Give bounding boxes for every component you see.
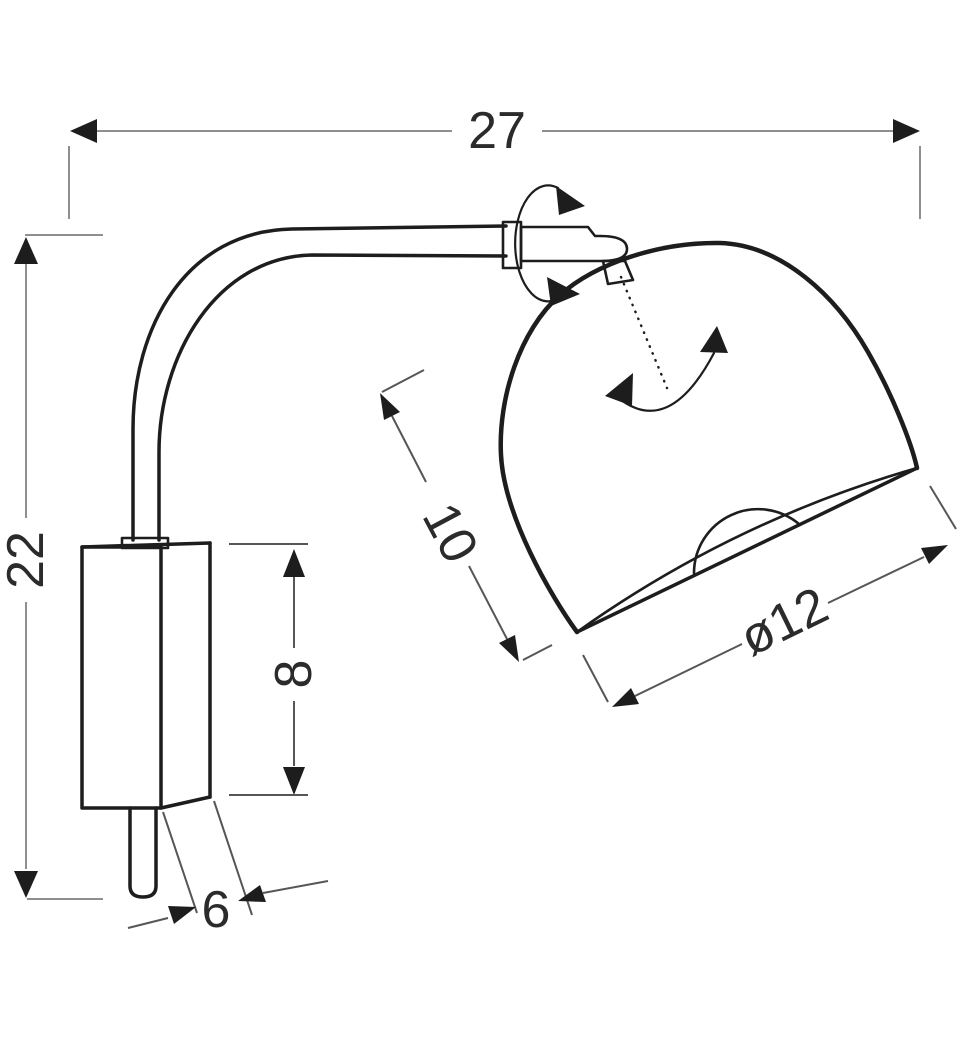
- dim-line-segment: [468, 565, 508, 640]
- wall-bracket: [80, 536, 212, 899]
- swivel-rotation-arrow: [514, 184, 585, 306]
- dim-line-segment: [127, 917, 169, 929]
- dim-label-total-height: 22: [0, 531, 55, 589]
- witness-line: [582, 654, 609, 703]
- shade-rim-inner: [575, 466, 919, 634]
- arrowhead-left: [70, 119, 97, 143]
- arrowhead-top: [380, 393, 400, 420]
- rod-collar: [120, 536, 170, 550]
- arrowhead-bottom: [499, 635, 519, 662]
- arm-inner-line: [157, 253, 508, 542]
- dim-shade-diameter: ø12: [582, 485, 957, 707]
- dim-label-bracket-depth: 6: [202, 881, 231, 939]
- dim-total-height: 22: [0, 234, 103, 900]
- arrowhead-right: [238, 885, 266, 902]
- tilt-rotation-arrow: [605, 326, 728, 412]
- dim-total-width: 27: [68, 102, 921, 219]
- tilt-arrowhead-right: [700, 326, 728, 353]
- rotation-arc: [514, 184, 564, 303]
- dim-line-segment: [391, 415, 427, 483]
- dim-label-shade-length: 10: [411, 494, 489, 572]
- arrowhead-left: [168, 906, 196, 924]
- arrowhead-bottom: [283, 767, 305, 795]
- joint-collar: [501, 220, 523, 270]
- shade-dome-outline: [498, 240, 920, 635]
- arm-outer-line: [131, 224, 508, 542]
- bracket-top-edge: [80, 541, 212, 549]
- bracket-bottom-edge: [159, 795, 212, 810]
- arrowhead-bottom: [14, 871, 38, 898]
- dim-label-shade-diameter: ø12: [731, 576, 837, 667]
- arrowhead-top: [283, 549, 305, 577]
- rotation-axis-dotted-line: [619, 275, 669, 390]
- joint-body: [519, 225, 629, 263]
- dim-label-bracket-height: 8: [265, 660, 323, 689]
- arrowhead-upper: [921, 545, 948, 564]
- bulb-outline: [692, 507, 801, 575]
- dim-line-segment: [262, 880, 329, 894]
- bracket-front-face: [80, 545, 163, 810]
- dim-bracket-depth: 6: [127, 800, 329, 939]
- tilt-arrowhead-left: [605, 373, 633, 406]
- swivel-joint: [501, 220, 635, 286]
- rotation-arrowhead-top: [556, 186, 585, 215]
- dim-label-total-width: 27: [468, 102, 526, 160]
- shade-rim-outer: [575, 466, 919, 634]
- witness-line: [162, 811, 198, 914]
- dim-line-segment: [827, 556, 925, 604]
- dim-shade-length: 10: [380, 369, 553, 662]
- witness-line: [381, 369, 425, 393]
- arrowhead-lower: [612, 688, 639, 707]
- arrowhead-right: [893, 119, 920, 143]
- dim-bracket-height: 8: [229, 543, 323, 796]
- arrowhead-top: [14, 237, 38, 264]
- lamp-shade: [498, 240, 920, 635]
- mounting-rod-bottom: [128, 806, 158, 899]
- mounting-arm: [131, 224, 508, 542]
- witness-line: [929, 485, 957, 530]
- witness-line: [522, 644, 553, 661]
- dim-line-segment: [634, 643, 743, 697]
